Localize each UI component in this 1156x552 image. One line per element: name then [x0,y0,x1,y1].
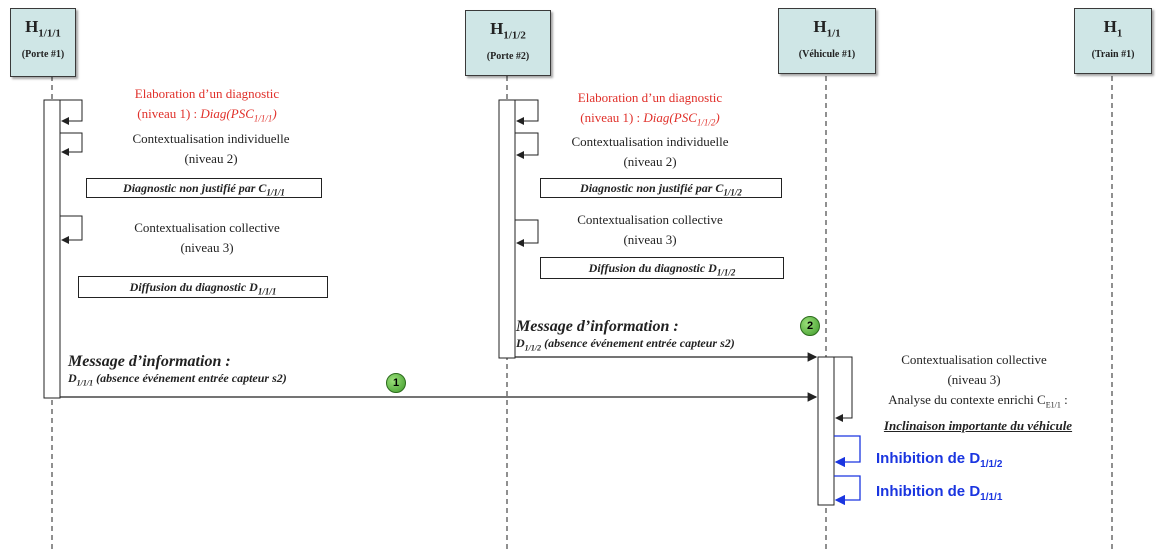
self-arrow-ctxind-porte2 [515,132,539,159]
porte1-elaboration: Elaboration d’un diagnostic (niveau 1) :… [134,86,280,124]
inhibition-arrow-1 [834,435,861,468]
actor-porte2-label: (Porte #2) [486,51,530,63]
self-arrow-elab-porte2 [515,99,539,125]
actor-porte2-title: H1/1/2 [490,19,526,42]
actor-vehicule-label: (Véhicule #1) [798,49,856,61]
actor-porte1: H1/1/1 (Porte #1) [10,8,76,77]
actor-vehicule-title: H1/1 [813,17,841,40]
self-arrow-ctxcol-vehicule [834,356,853,422]
porte1-ctx-collective: Contextualisation collective (niveau 3) [134,220,280,255]
actor-porte1-label: (Porte #1) [21,49,65,61]
step-badge-1: 1 [386,373,406,393]
inhibition-d111: Inhibition de D1/1/1 [876,483,1003,503]
vehicule-inclinaison: Inclinaison importante du véhicule [883,417,1073,433]
message-1-title: Message d’information : [68,353,231,370]
self-arrow-elab-porte1 [60,99,83,125]
porte2-ctx-collective: Contextualisation collective (niveau 3) [577,212,723,247]
message-2-title: Message d’information : [516,318,679,335]
porte2-diffusion: Diffusion du diagnostic D1/1/2 [540,257,784,279]
porte1-non-justifie: Diagnostic non justifié par C1/1/1 [86,178,322,198]
vehicule-ctx-collective: Contextualisation collective (niveau 3) [901,352,1047,387]
message-2-label: Message d’information : D1/1/2 (absence … [516,318,816,352]
inhibition-arrow-2 [834,475,861,506]
self-arrow-ctxcol-porte1 [60,215,83,244]
self-arrow-ctxind-porte1 [60,132,83,156]
message-1-detail: D1/1/1 (absence événement entrée capteur… [68,371,287,388]
actor-train-title: H1 [1103,17,1123,40]
activation-porte2 [498,99,516,359]
actor-vehicule: H1/1 (Véhicule #1) [778,8,876,74]
self-arrow-ctxcol-porte2 [515,219,539,247]
porte2-non-justifie: Diagnostic non justifié par C1/1/2 [540,178,782,198]
activation-porte1 [43,99,61,399]
actor-train: H1 (Train #1) [1074,8,1152,74]
porte1-diffusion: Diffusion du diagnostic D1/1/1 [78,276,328,298]
actor-train-label: (Train #1) [1091,49,1135,61]
vehicule-analyse: Analyse du contexte enrichi CE1/1 : Incl… [858,390,1098,436]
message-2-detail: D1/1/2 (absence événement entrée capteur… [516,336,735,353]
message-1-label: Message d’information : D1/1/1 (absence … [68,353,388,387]
activation-vehicule [817,356,835,506]
step-badge-2: 2 [800,316,820,336]
porte1-ctx-individuelle: Contextualisation individuelle (niveau 2… [132,131,290,166]
porte2-ctx-individuelle: Contextualisation individuelle (niveau 2… [571,134,729,169]
actor-porte2: H1/1/2 (Porte #2) [465,10,551,76]
inhibition-d112: Inhibition de D1/1/2 [876,450,1003,470]
actor-porte1-title: H1/1/1 [25,17,61,40]
porte2-elaboration: Elaboration d’un diagnostic (niveau 1) :… [577,90,723,128]
